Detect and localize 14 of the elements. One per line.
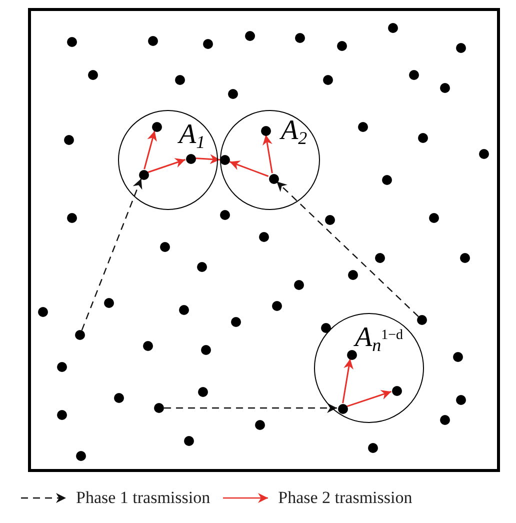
arrow — [262, 134, 273, 174]
arrow — [346, 390, 392, 408]
legend-text: Phase 1 trasmission — [76, 487, 210, 509]
region-label: A$_{1}$ — [179, 121, 206, 149]
legend-text: Phase 2 trasmission — [278, 487, 412, 509]
arrow — [342, 358, 354, 404]
arrow — [194, 154, 220, 164]
arrow — [229, 160, 269, 177]
arrow — [148, 158, 186, 174]
arrow — [81, 178, 142, 331]
region-label: A$_{2}$ — [281, 117, 308, 145]
arrow — [144, 130, 157, 170]
arrow — [164, 403, 337, 413]
arrow — [276, 181, 419, 317]
